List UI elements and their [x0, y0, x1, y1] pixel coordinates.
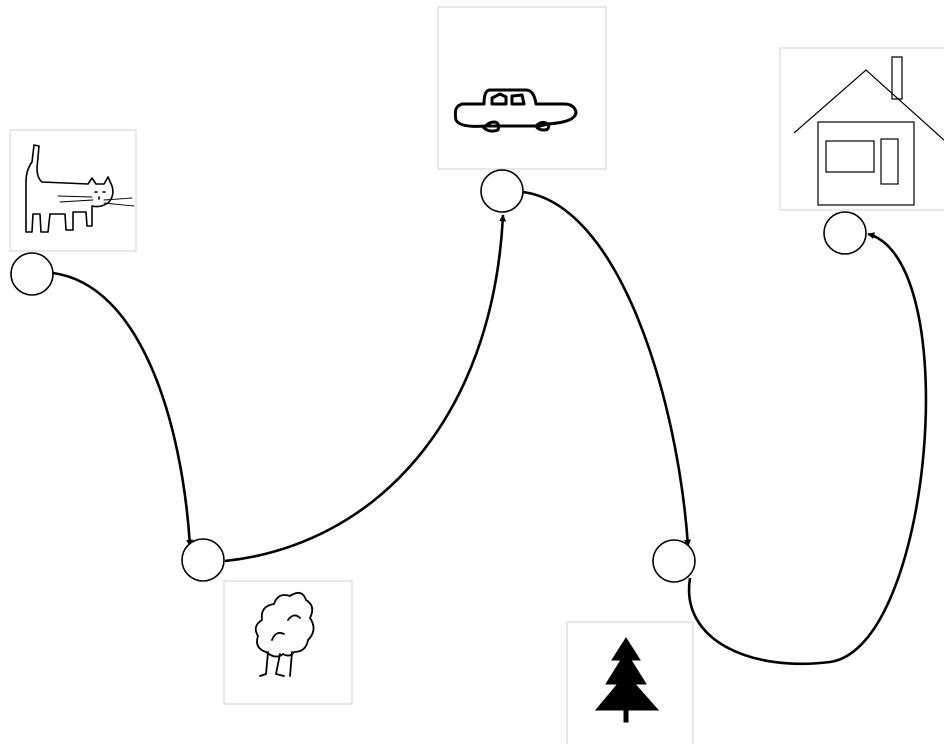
cat-picture-frame [9, 129, 137, 252]
arrow-cat-to-tree [52, 271, 194, 547]
arrow-tree-to-car [224, 214, 507, 563]
cat-picture [9, 129, 137, 252]
car-picture-frame [437, 6, 607, 170]
arrow-car-to-fir [522, 190, 692, 547]
cat-drawing-icon [25, 144, 135, 233]
node-car[interactable] [480, 169, 524, 213]
node-fir[interactable] [652, 539, 696, 583]
node-tree[interactable] [181, 538, 225, 582]
fir-tree-icon [594, 637, 660, 723]
house-drawing-icon [793, 56, 944, 206]
fir-picture [566, 621, 694, 744]
car-drawing-icon [453, 88, 578, 133]
tree-picture [223, 580, 353, 705]
nodes [10, 169, 867, 583]
node-cat[interactable] [10, 252, 54, 296]
connections [52, 190, 928, 666]
house-picture [779, 47, 944, 211]
tree-picture-frame [223, 580, 353, 705]
car-picture [437, 6, 607, 170]
tree-drawing-icon [254, 591, 315, 677]
house-picture-frame [779, 47, 944, 211]
arrow-fir-to-house [687, 232, 928, 666]
node-house[interactable] [823, 211, 867, 255]
